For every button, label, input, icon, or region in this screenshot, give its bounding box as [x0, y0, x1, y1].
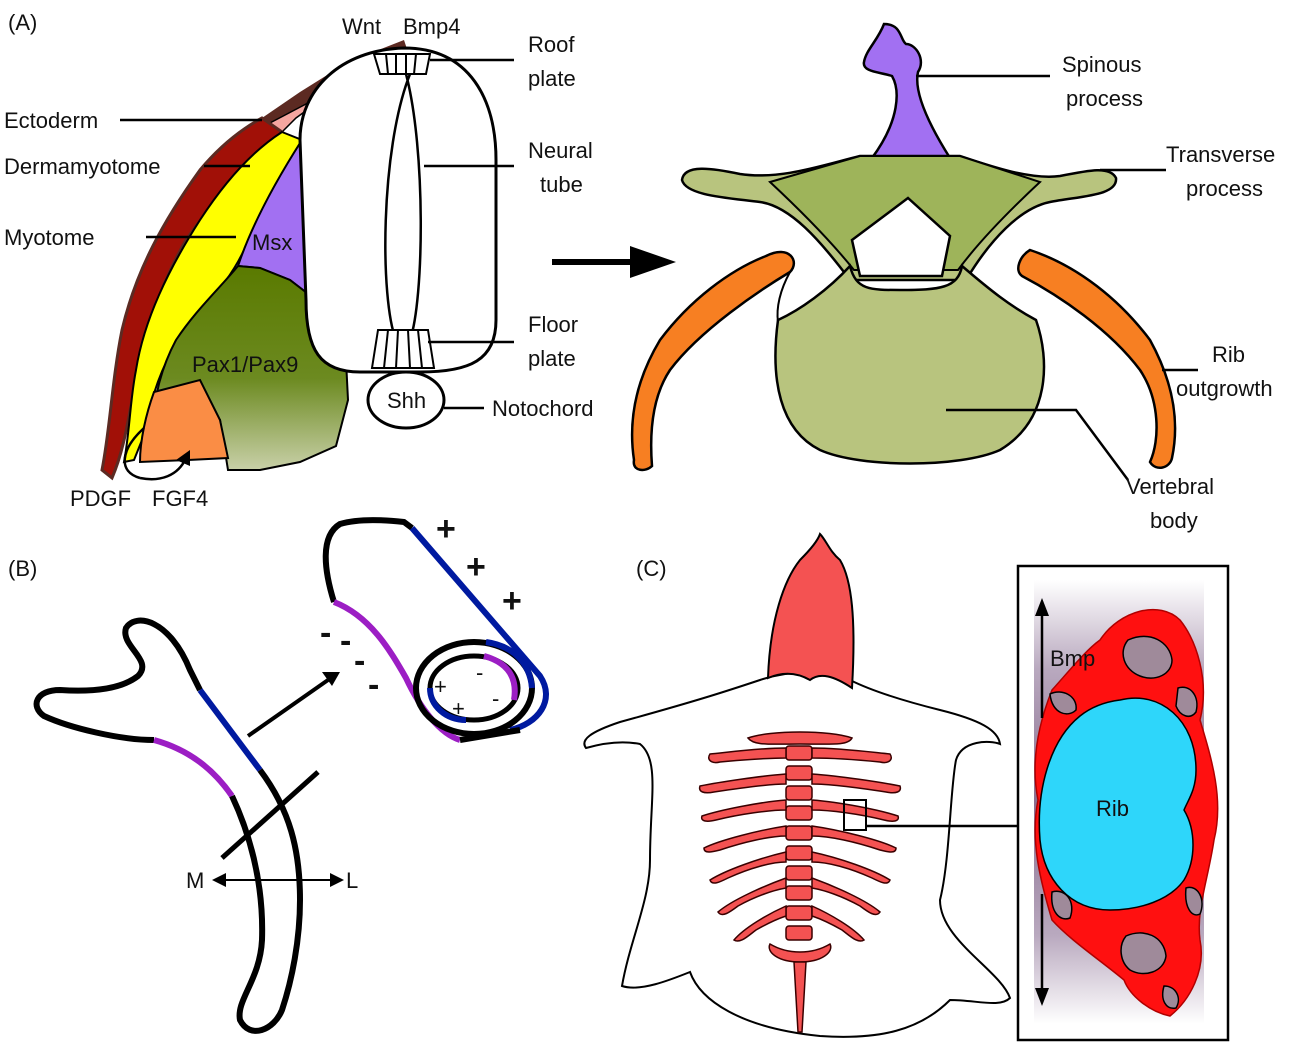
transverse-label-2: process [1186, 176, 1263, 201]
floor-plate [372, 330, 434, 368]
rib-label-1: Rib [1212, 342, 1245, 367]
rib-label-2: outgrowth [1176, 376, 1273, 401]
roll-purple-edge [334, 602, 460, 740]
pdgf-label: PDGF [70, 486, 131, 511]
minus-sign-4: - [368, 666, 379, 704]
panel-a-label: (A) [8, 10, 37, 35]
transverse-label-1: Transverse [1166, 142, 1275, 167]
roll-inner-purple [484, 656, 515, 700]
epithelium-lower [232, 770, 300, 1031]
panel-b: (B) M L + + + - - - - + + - - [8, 510, 546, 1031]
panel-a: (A) Shh Wnt Bmp4 Roof plate Ectoderm [4, 10, 1275, 533]
floor-label-1: Floor [528, 312, 578, 337]
myotome-label: Myotome [4, 225, 94, 250]
roof-label-1: Roof [528, 32, 575, 57]
roof-plate [374, 54, 430, 74]
rib-section-label: Rib [1096, 796, 1129, 821]
vertebral-label-1: Vertebral [1126, 474, 1214, 499]
epithelium-black [37, 621, 200, 740]
roll-outer-blue [486, 642, 532, 688]
epithelium-purple [154, 740, 232, 796]
minus-sign-1: - [320, 614, 331, 652]
spinous-label-1: Spinous [1062, 52, 1142, 77]
pax-label: Pax1/Pax9 [192, 352, 298, 377]
panel-c-label: (C) [636, 556, 667, 581]
ectoderm-label: Ectoderm [4, 108, 98, 133]
rib-left [632, 252, 794, 470]
floor-label-2: plate [528, 346, 576, 371]
roll-top-black [326, 520, 412, 602]
ml-arrow-left [212, 873, 226, 887]
ml-arrow-right [330, 873, 344, 887]
dermamyotome-label: Dermamyotome [4, 154, 160, 179]
roof-label-2: plate [528, 66, 576, 91]
bmp4-label: Bmp4 [403, 14, 460, 39]
bmp-label: Bmp [1050, 646, 1095, 671]
medial-label: M [186, 868, 204, 893]
epithelium-blue [200, 690, 260, 770]
shh-label: Shh [387, 388, 426, 413]
fgf4-label: FGF4 [152, 486, 208, 511]
msx-label: Msx [252, 230, 292, 255]
minus-sign-2: - [340, 622, 351, 660]
notochord-label: Notochord [492, 396, 594, 421]
plus-sign-2: + [466, 548, 486, 586]
neural-tube [300, 48, 496, 372]
panel-b-label: (B) [8, 556, 37, 581]
inner-minus-1: - [476, 660, 483, 685]
transition-arrow-head [630, 246, 676, 278]
inner-plus-2: + [452, 696, 465, 721]
spinous-label-2: process [1066, 86, 1143, 111]
plus-sign-1: + [436, 510, 456, 548]
inner-minus-2: - [492, 686, 499, 711]
panel-c: (C) [584, 534, 1228, 1040]
vertebral-label-2: body [1150, 508, 1198, 533]
neural-label-1: Neural [528, 138, 593, 163]
vertebral-body [775, 266, 1044, 464]
roll-arrow-shaft [248, 680, 328, 736]
plus-sign-3: + [502, 582, 522, 620]
inner-plus-1: + [434, 674, 447, 699]
turtle-head [768, 534, 854, 688]
lateral-label: L [346, 868, 358, 893]
minus-sign-3: - [354, 642, 365, 680]
spinous-process [864, 24, 950, 158]
neural-label-2: tube [540, 172, 583, 197]
wnt-label: Wnt [342, 14, 381, 39]
